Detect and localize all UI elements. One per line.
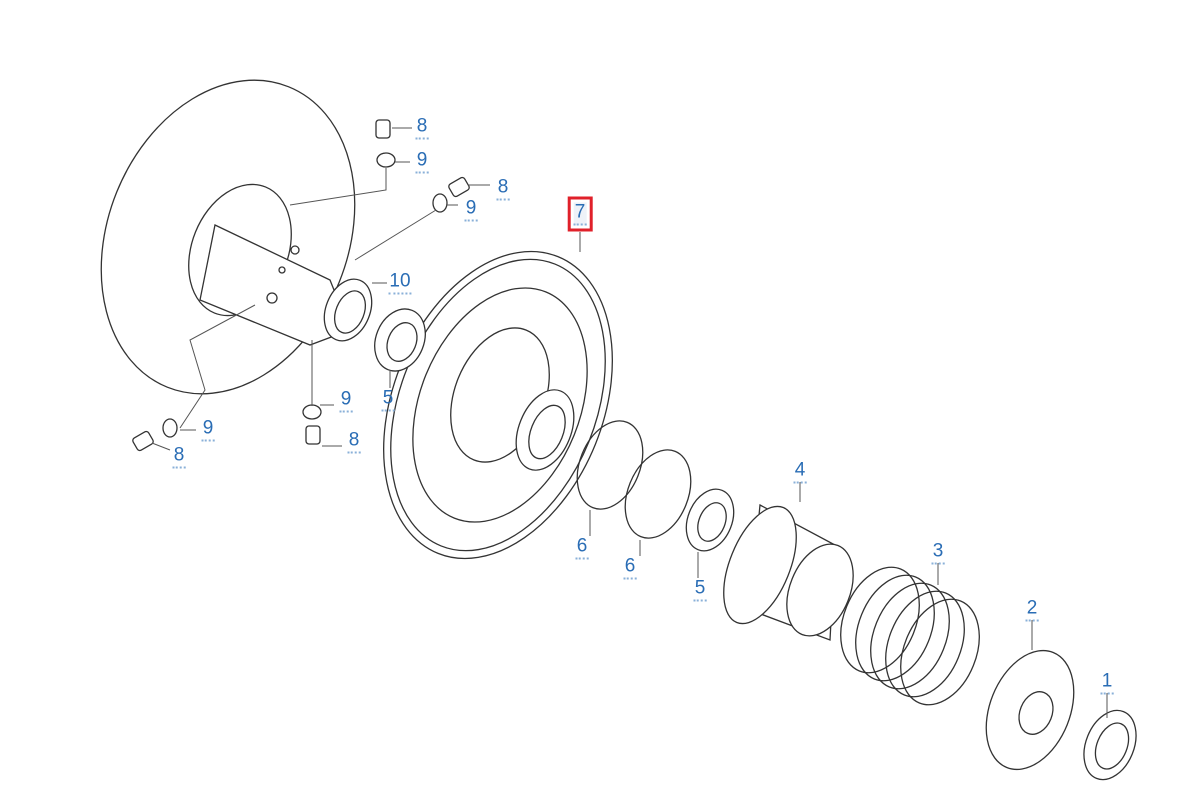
callout-part-6[interactable]: 6 bbox=[623, 556, 637, 580]
callout-part-9[interactable]: 9 bbox=[464, 198, 478, 222]
cam bbox=[723, 503, 854, 641]
bushings bbox=[132, 119, 470, 452]
fixed-sheave bbox=[100, 79, 373, 395]
callout-part-8[interactable]: 8 bbox=[496, 177, 510, 201]
callout-part-9[interactable]: 9 bbox=[339, 389, 353, 413]
spring-cover bbox=[985, 649, 1075, 771]
o-ring bbox=[576, 420, 644, 510]
spring bbox=[840, 566, 980, 706]
seal-upper bbox=[374, 308, 426, 372]
callout-part-10[interactable]: 10 bbox=[388, 271, 412, 295]
seal-lower bbox=[685, 488, 735, 552]
callout-part-6[interactable]: 6 bbox=[575, 536, 589, 560]
callout-part-1[interactable]: 1 bbox=[1100, 671, 1114, 695]
callout-part-5[interactable]: 5 bbox=[693, 578, 707, 602]
callout-part-9[interactable]: 9 bbox=[201, 418, 215, 442]
movable-sheave bbox=[383, 250, 613, 560]
callout-part-7-selected[interactable]: 7 bbox=[567, 196, 593, 232]
callout-part-8[interactable]: 8 bbox=[172, 445, 186, 469]
callout-part-8[interactable]: 8 bbox=[347, 430, 361, 454]
callout-part-4[interactable]: 4 bbox=[793, 460, 807, 484]
nut bbox=[1083, 709, 1137, 781]
o-ring bbox=[624, 449, 692, 539]
callout-part-9[interactable]: 9 bbox=[415, 150, 429, 174]
callout-part-3[interactable]: 3 bbox=[931, 541, 945, 565]
leader-lines bbox=[151, 127, 1108, 718]
callout-part-8[interactable]: 8 bbox=[415, 116, 429, 140]
callout-part-2[interactable]: 2 bbox=[1025, 598, 1039, 622]
callout-part-5[interactable]: 5 bbox=[381, 388, 395, 412]
